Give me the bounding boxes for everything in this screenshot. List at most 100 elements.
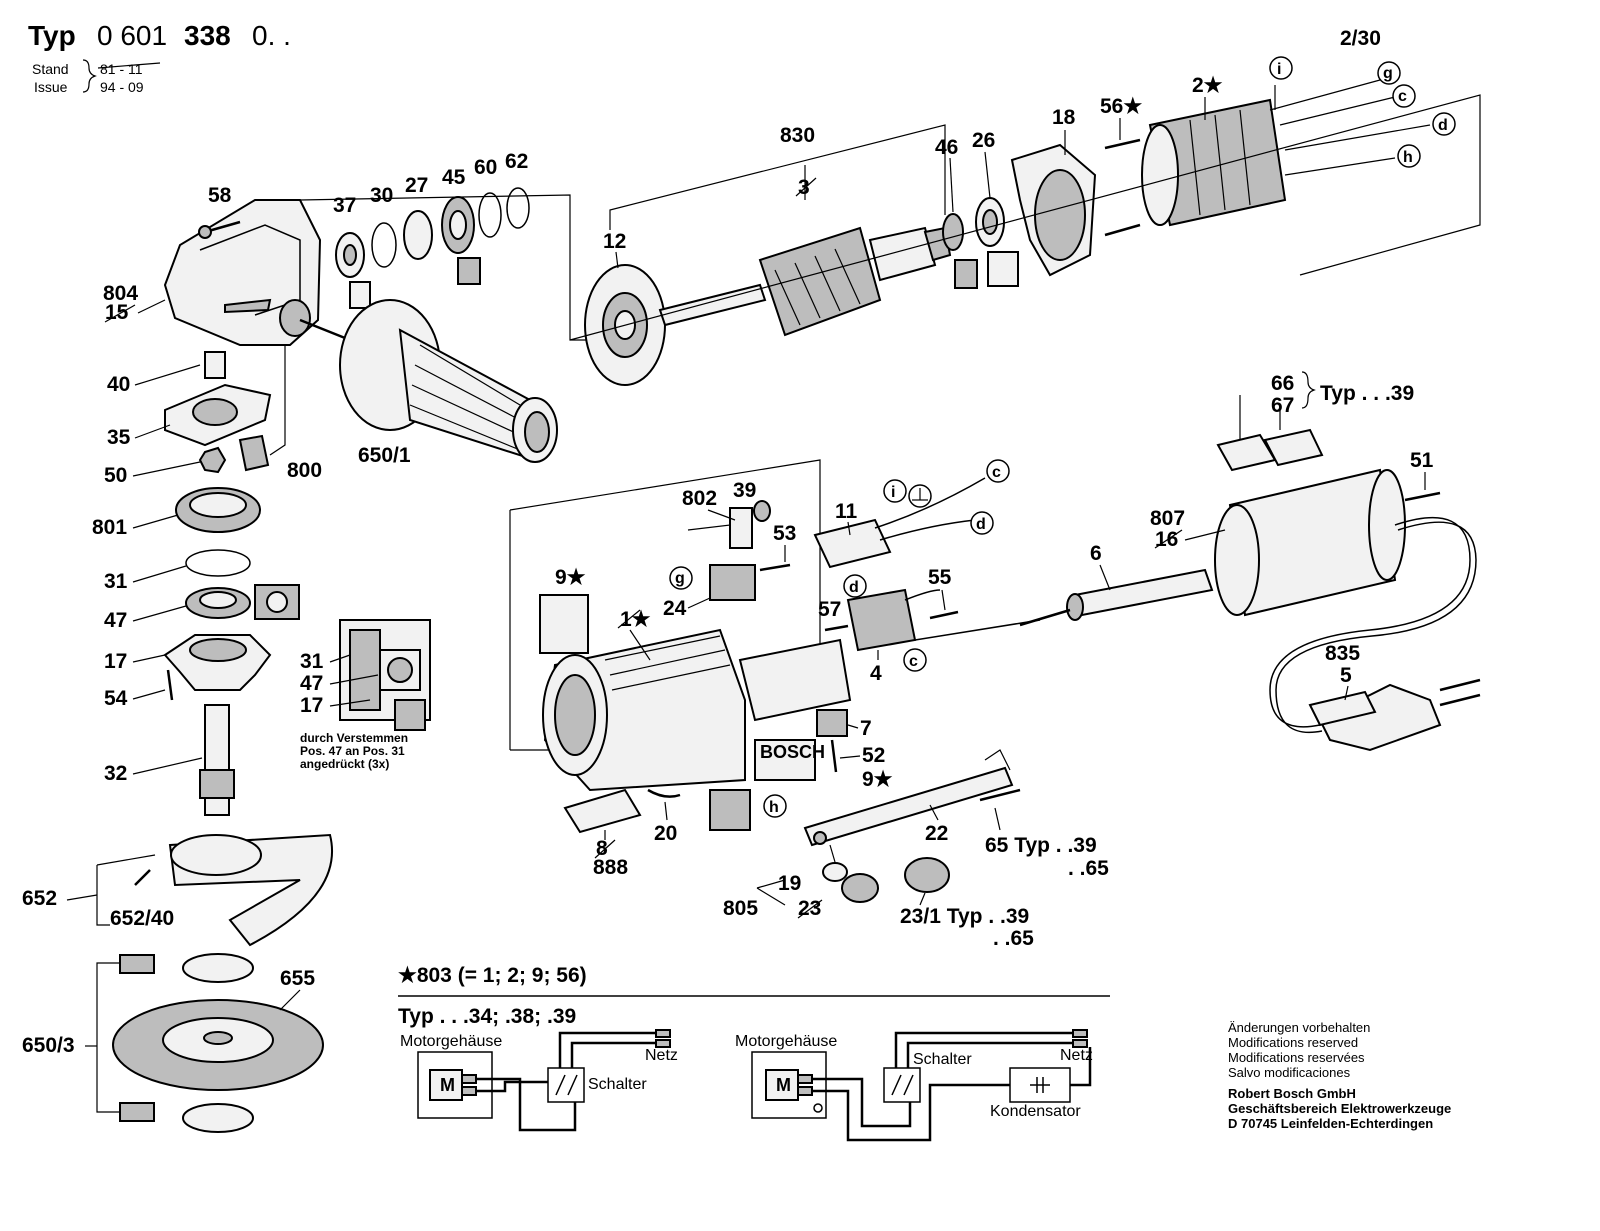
legal-line-1: Änderungen vorbehalten bbox=[1228, 1020, 1370, 1035]
screw-53 bbox=[759, 563, 791, 572]
label-typ39-top: Typ . . .39 bbox=[1320, 382, 1414, 405]
label-807: 807 bbox=[1150, 507, 1185, 530]
left-switch bbox=[547, 1067, 585, 1103]
ref-d-top bbox=[1432, 112, 1456, 136]
bearing-tag-26 bbox=[987, 251, 1019, 287]
bearing-tag-37 bbox=[349, 281, 371, 309]
label-11: 11 bbox=[835, 500, 858, 523]
label-40: 40 bbox=[107, 373, 130, 396]
armature-core bbox=[758, 226, 882, 337]
section-label-47: 47 bbox=[300, 672, 323, 695]
label-55: 55 bbox=[928, 566, 952, 589]
housing-arrow bbox=[224, 298, 272, 314]
part-20 bbox=[647, 788, 681, 798]
section-note-2: Pos. 47 an Pos. 31 bbox=[300, 744, 405, 758]
label-27: 27 bbox=[405, 174, 428, 197]
housing-bore bbox=[279, 299, 311, 337]
svg-text:i: i bbox=[891, 484, 895, 501]
label-39: 39 bbox=[733, 479, 756, 502]
power-cable bbox=[1269, 516, 1471, 728]
right-mains-label: Netz bbox=[1060, 1047, 1093, 1064]
kit-803: ★803 (= 1; 2; 9; 56) bbox=[398, 964, 587, 987]
spring-65 bbox=[979, 788, 1021, 802]
label-9-bottom: 9★ bbox=[862, 768, 893, 791]
part-800 bbox=[238, 434, 270, 472]
type-suffix: 0. . bbox=[252, 20, 291, 51]
svg-text:g: g bbox=[1383, 65, 1393, 82]
label-66-num: 66 bbox=[1271, 372, 1294, 395]
label-26: 26 bbox=[972, 129, 995, 152]
svg-text:d: d bbox=[976, 516, 986, 533]
cable-group bbox=[1019, 395, 1481, 752]
right-motor-box bbox=[765, 1069, 799, 1101]
right-motor-label: M bbox=[776, 1075, 791, 1095]
switch-housing bbox=[738, 638, 852, 722]
part-40 bbox=[204, 351, 226, 379]
left-switch-label: Schalter bbox=[588, 1076, 647, 1093]
section-label-17: 17 bbox=[300, 694, 323, 717]
part-30 bbox=[371, 222, 397, 268]
label-35: 35 bbox=[107, 426, 131, 449]
label-801: 801 bbox=[92, 516, 127, 539]
ref-h-top bbox=[1397, 144, 1421, 168]
leader-bracket-armature bbox=[569, 94, 1481, 341]
header: Typ 0 601 338 0. . Stand Issue 81 - 11 9… bbox=[28, 20, 1381, 95]
leader-800 bbox=[255, 344, 286, 456]
rating-plate bbox=[754, 739, 816, 781]
stand-label: Stand bbox=[32, 61, 69, 77]
bearing-tag-45 bbox=[457, 257, 481, 285]
armature-shaft bbox=[658, 283, 767, 327]
part-46 bbox=[942, 213, 964, 251]
part-50 bbox=[198, 446, 227, 474]
section-note-3: angedrückt (3x) bbox=[300, 757, 389, 771]
ref-g-mid bbox=[669, 566, 693, 590]
screw-58-head bbox=[198, 225, 212, 239]
ref-c-switch bbox=[903, 648, 927, 672]
screw-652-40 bbox=[134, 869, 151, 886]
motor-housing-group: BOSCH bbox=[509, 459, 1041, 906]
label-54: 54 bbox=[104, 687, 128, 710]
label-3: 3 bbox=[798, 176, 810, 199]
screw-56-upper bbox=[1104, 138, 1141, 150]
strike-3 bbox=[795, 177, 817, 197]
svg-text:d: d bbox=[849, 579, 859, 596]
label-57: 57 bbox=[818, 598, 841, 621]
left-housing-box bbox=[417, 1051, 493, 1119]
label-56: 56★ bbox=[1100, 95, 1142, 118]
label-22: 22 bbox=[925, 822, 948, 845]
typ-label: Typ bbox=[28, 20, 76, 51]
svg-text:g: g bbox=[675, 570, 685, 587]
part-6 bbox=[1073, 568, 1214, 617]
label-6: 6 bbox=[1090, 542, 1102, 565]
section-note-1: durch Verstemmen bbox=[300, 731, 408, 745]
ref-c-top bbox=[1392, 84, 1416, 108]
label-9 bbox=[539, 594, 589, 654]
label-30: 30 bbox=[370, 184, 393, 207]
label-800: 800 bbox=[287, 459, 322, 482]
ref-d-switch bbox=[843, 574, 867, 598]
gear-head-group bbox=[96, 187, 600, 1133]
label-650-3: 650/3 bbox=[22, 1034, 75, 1057]
label-62: 62 bbox=[505, 150, 528, 173]
label-802: 802 bbox=[682, 487, 717, 510]
label-53: 53 bbox=[773, 522, 796, 545]
label-652-40: 652/40 bbox=[110, 907, 174, 930]
svg-text:c: c bbox=[909, 653, 918, 670]
part-11 bbox=[813, 518, 892, 569]
label-60: 60 bbox=[474, 156, 497, 179]
strike-1 bbox=[617, 609, 641, 629]
part-labels: 58 37 30 27 45 60 62 804 15 40 35 50 800… bbox=[22, 74, 1434, 1057]
label-5: 5 bbox=[1340, 664, 1352, 687]
left-motor-box bbox=[429, 1069, 463, 1101]
label-52: 52 bbox=[862, 744, 885, 767]
part-39 bbox=[753, 500, 771, 522]
label-23-1-typ39: 23/1 Typ . .39 bbox=[900, 905, 1029, 928]
section-detail bbox=[339, 619, 431, 731]
label-7: 7 bbox=[860, 717, 872, 740]
leader-bracket-top bbox=[299, 194, 600, 341]
screw-52 bbox=[830, 739, 838, 773]
label-652: 652 bbox=[22, 887, 57, 910]
page-ref: 2/30 bbox=[1340, 27, 1381, 50]
right-housing-label: Motorgehäuse bbox=[735, 1033, 837, 1050]
